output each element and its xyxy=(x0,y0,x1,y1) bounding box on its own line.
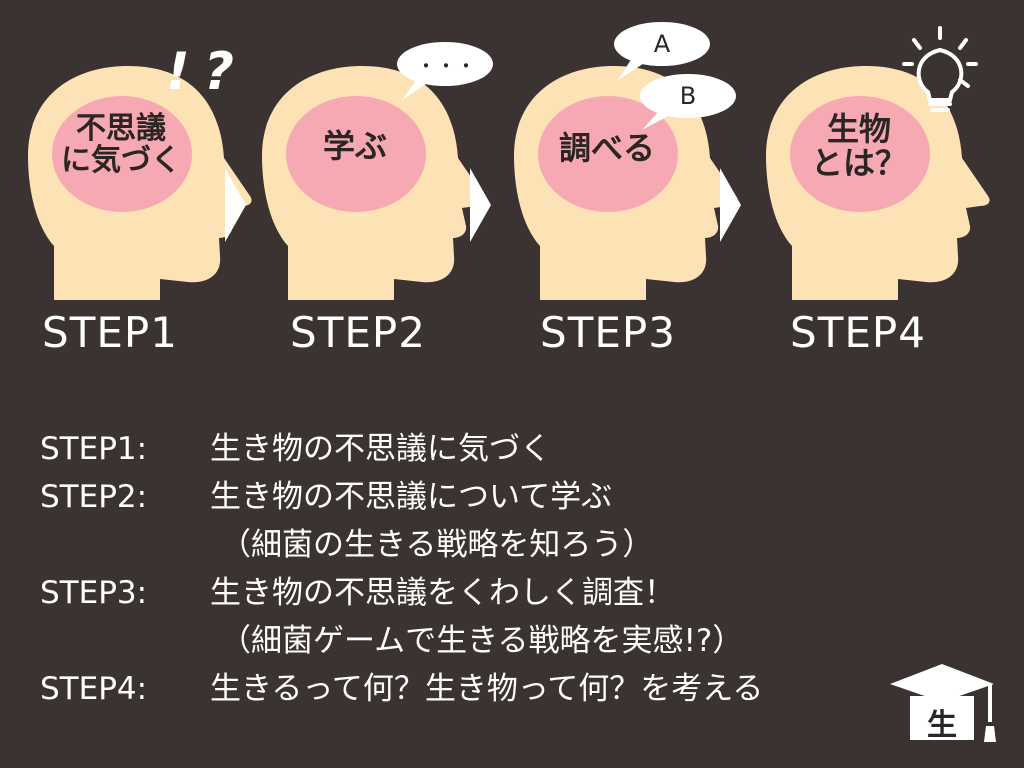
head-text-step1: 不思議 に気づく xyxy=(56,113,186,176)
head-text-step1-line2: に気づく xyxy=(61,142,181,178)
head-step3 xyxy=(514,66,738,300)
head-text-step1-line1: 不思議 xyxy=(76,111,166,146)
desc-tag: STEP2: xyxy=(40,479,148,515)
graduation-cap-icon xyxy=(890,664,996,742)
desc-tag: STEP4: xyxy=(40,671,148,707)
desc-text: 生き物の不思議について学ぶ xyxy=(210,479,613,515)
head-text-step4-line2: とは？ xyxy=(810,143,907,182)
head-step4 xyxy=(766,66,990,300)
desc-row-step2-note: （細菌の生きる戦略を知ろう） xyxy=(40,521,763,569)
bubble-b-text: B xyxy=(679,82,697,110)
desc-text: 生き物の不思議をくわしく調査！ xyxy=(210,575,675,611)
step-label-1: STEP1 xyxy=(42,308,178,357)
lightbulb-icon xyxy=(902,26,978,112)
step-label-2: STEP2 xyxy=(290,308,426,357)
step-label-3: STEP3 xyxy=(540,308,676,357)
desc-row-step3: STEP3: 生き物の不思議をくわしく調査！ xyxy=(40,569,763,617)
thought-bubble-ellipsis xyxy=(397,42,493,100)
speech-bubble-b xyxy=(640,74,736,130)
step-label-4: STEP4 xyxy=(790,308,926,357)
desc-text: （細菌ゲームで生きる戦略を実感!?） xyxy=(220,623,744,659)
desc-text: （細菌の生きる戦略を知ろう） xyxy=(220,527,654,563)
head-text-step3-line1: 調べる xyxy=(558,129,655,167)
bubble-a-text: A xyxy=(653,30,671,58)
speech-bubble-a xyxy=(614,22,710,80)
desc-text: 生きるって何？生き物って何？を考える xyxy=(210,671,764,707)
heads-graphic xyxy=(28,22,990,300)
badge-char: 生 xyxy=(927,708,957,743)
desc-tag: STEP1: xyxy=(40,431,148,467)
head-text-step4: 生物 とは？ xyxy=(794,110,924,182)
desc-tag: STEP3: xyxy=(40,575,148,611)
desc-row-step4: STEP4: 生きるって何？生き物って何？を考える xyxy=(40,665,763,713)
head-text-step2: 学ぶ xyxy=(290,127,420,165)
desc-row-step2: STEP2: 生き物の不思議について学ぶ xyxy=(40,473,763,521)
head-step1 xyxy=(28,66,252,300)
step-description-list: STEP1: 生き物の不思議に気づく STEP2: 生き物の不思議について学ぶ … xyxy=(40,425,763,713)
head-text-step3: 調べる xyxy=(542,129,672,167)
exclaim-question-mark: !? xyxy=(166,42,248,102)
desc-text: 生き物の不思議に気づく xyxy=(210,431,551,467)
ellipsis-text: ・・・ xyxy=(416,54,476,78)
desc-row-step1: STEP1: 生き物の不思議に気づく xyxy=(40,425,763,473)
arrow-3 xyxy=(720,168,741,242)
head-step2 xyxy=(262,66,486,300)
head-text-step4-line1: 生物 xyxy=(826,110,891,148)
head-text-step2-line1: 学ぶ xyxy=(322,127,387,165)
arrow-1 xyxy=(225,168,246,242)
arrow-2 xyxy=(470,168,491,242)
desc-row-step3-note: （細菌ゲームで生きる戦略を実感!?） xyxy=(40,617,763,665)
